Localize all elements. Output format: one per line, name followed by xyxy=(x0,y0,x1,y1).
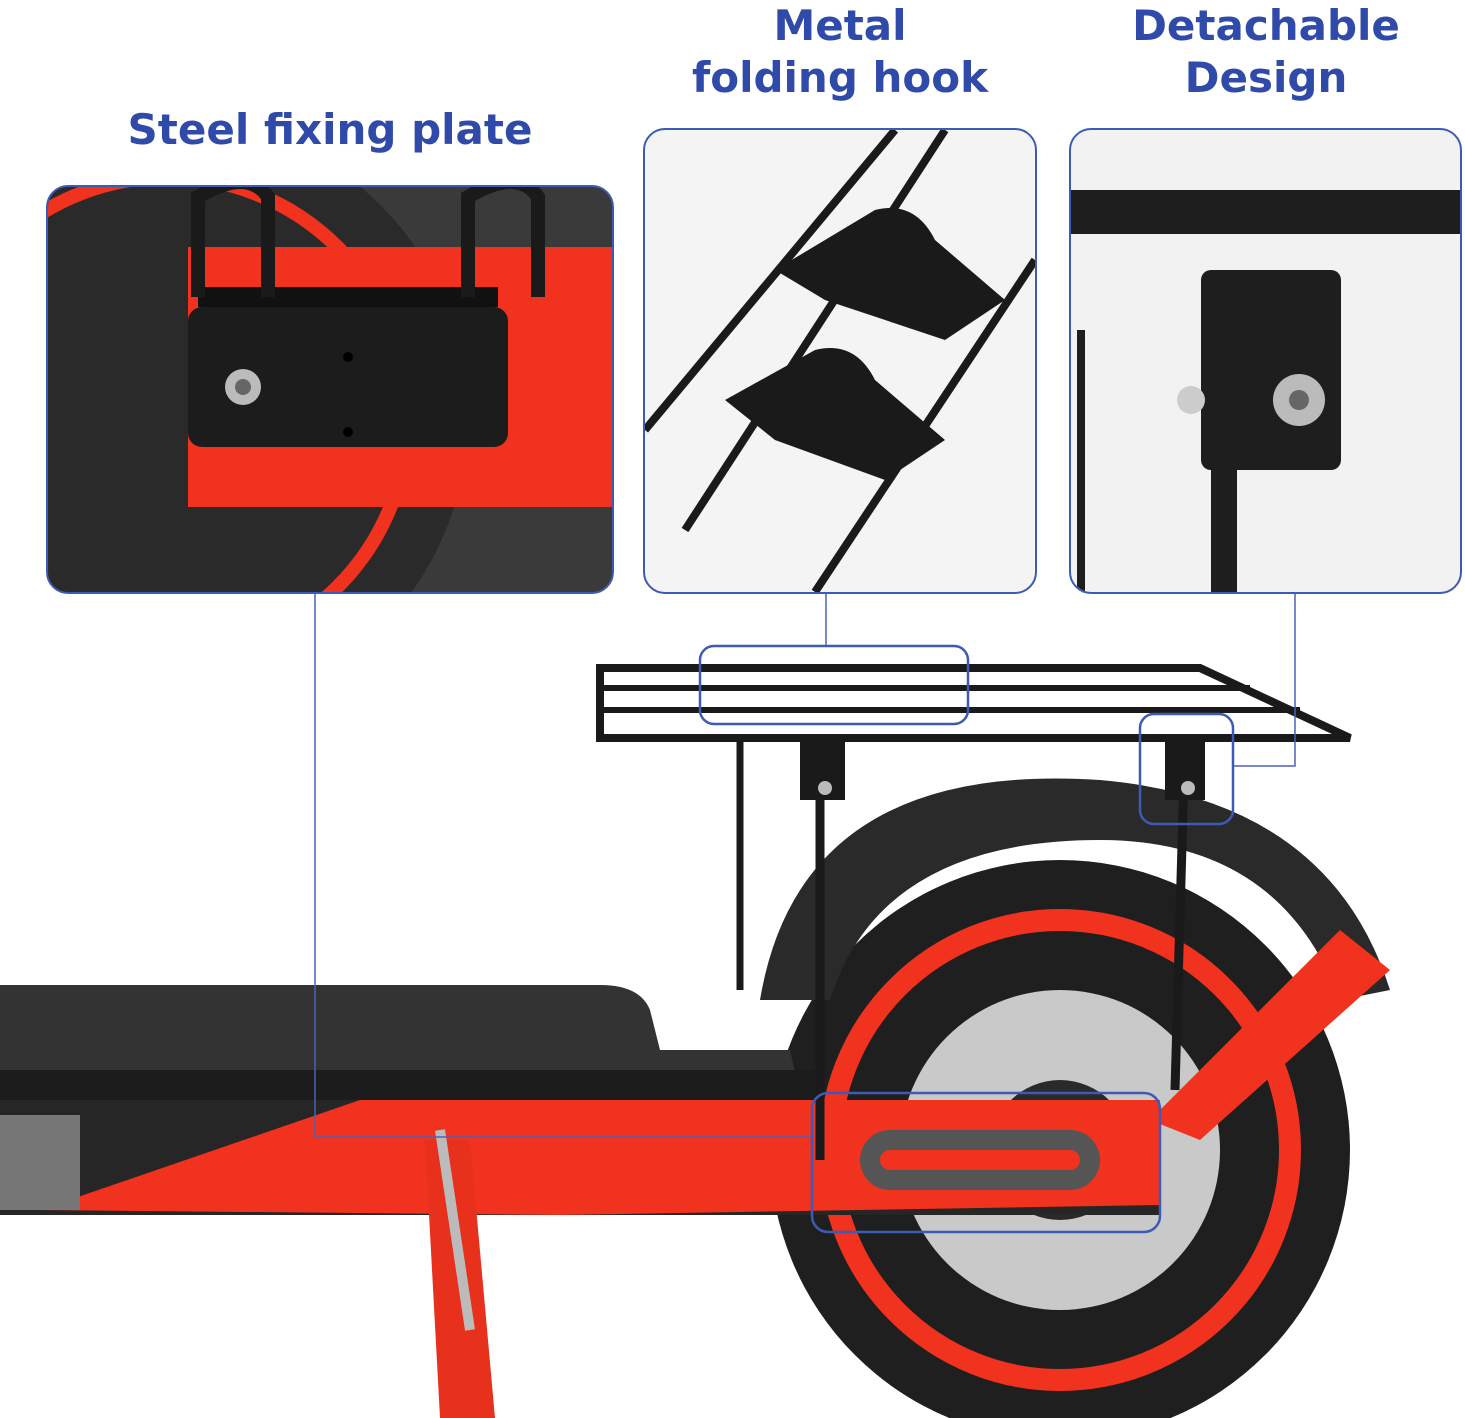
detail-image-detachable-design xyxy=(1069,128,1462,594)
callout-connectors xyxy=(314,593,1296,1138)
title-line-1: Detachable xyxy=(1132,1,1400,50)
callout-title-steel-fixing-plate: Steel fixing plate xyxy=(127,105,533,154)
callout-title-detachable-design: Detachable Design xyxy=(1066,0,1465,104)
title-line-2: folding hook xyxy=(691,53,989,102)
highlight-folding-hook xyxy=(698,644,970,726)
deck xyxy=(0,985,800,1095)
fender xyxy=(760,778,1390,1000)
callout-title-metal-folding-hook: Metal folding hook xyxy=(640,0,1040,104)
detail-image-metal-folding-hook xyxy=(643,128,1037,594)
highlight-detachable-joint xyxy=(1138,712,1235,826)
detail-image-steel-fixing-plate xyxy=(46,185,614,594)
title-line-2: Design xyxy=(1184,53,1348,102)
rear-rack xyxy=(596,664,1352,1160)
highlight-fixing-plate xyxy=(810,1091,1162,1234)
title-line-1: Metal xyxy=(773,1,907,50)
